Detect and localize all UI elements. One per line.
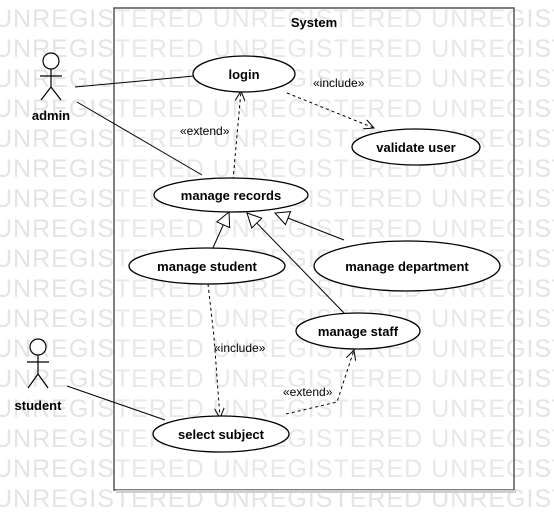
use-case-manage-staff-label: manage staff [318, 324, 399, 339]
use-case-select-subject-label: select subject [178, 427, 265, 442]
generalization-department-records [275, 213, 345, 241]
use-case-validate-user-label: validate user [376, 140, 456, 155]
generalization-student-records [211, 212, 229, 251]
system-boundary-shadow [116, 490, 516, 493]
use-case-manage-department-shape [313, 240, 501, 292]
use-case-login[interactable]: login [192, 55, 296, 93]
use-case-manage-staff[interactable]: manage staff [295, 312, 421, 350]
association-student-select-subject [66, 385, 166, 421]
actor-student-label: student [15, 398, 63, 413]
stick-figure-icon [40, 52, 62, 101]
system-title: System [291, 15, 337, 30]
use-case-manage-records-shape [153, 177, 309, 213]
use-case-select-subject[interactable]: select subject [152, 415, 290, 453]
extend-label-subject-staff: «extend» [283, 385, 333, 399]
generalization-staff-records [247, 213, 346, 315]
actor-admin-label: admin [32, 108, 70, 123]
use-case-manage-department[interactable]: manage department [313, 240, 501, 292]
use-case-validate-user-shape [351, 128, 481, 166]
use-case-manage-student[interactable]: manage student [128, 247, 286, 285]
stick-figure-icon [27, 338, 49, 389]
actor-student[interactable]: student [15, 338, 63, 413]
include-label-student-subject: «include» [214, 341, 266, 355]
use-case-manage-staff-shape [295, 312, 421, 350]
use-case-manage-records[interactable]: manage records [153, 177, 309, 213]
use-case-manage-records-label: manage records [181, 188, 281, 203]
use-case-manage-department-label: manage department [345, 259, 469, 274]
extend-arrow-records-login [232, 91, 241, 181]
use-case-login-shape [192, 55, 296, 93]
association-admin-login [74, 75, 195, 88]
extend-label-records-login: «extend» [180, 124, 230, 138]
include-label-login-validate: «include» [313, 76, 365, 90]
use-case-manage-student-label: manage student [157, 259, 257, 274]
actor-admin[interactable]: admin [32, 52, 70, 123]
use-case-select-subject-shape [152, 415, 290, 453]
association-admin-manage-records [76, 101, 203, 176]
use-case-manage-student-shape [128, 247, 286, 285]
use-case-validate-user[interactable]: validate user [351, 128, 481, 166]
use-case-login-label: login [228, 67, 259, 82]
include-arrow-login-validate [286, 92, 374, 128]
